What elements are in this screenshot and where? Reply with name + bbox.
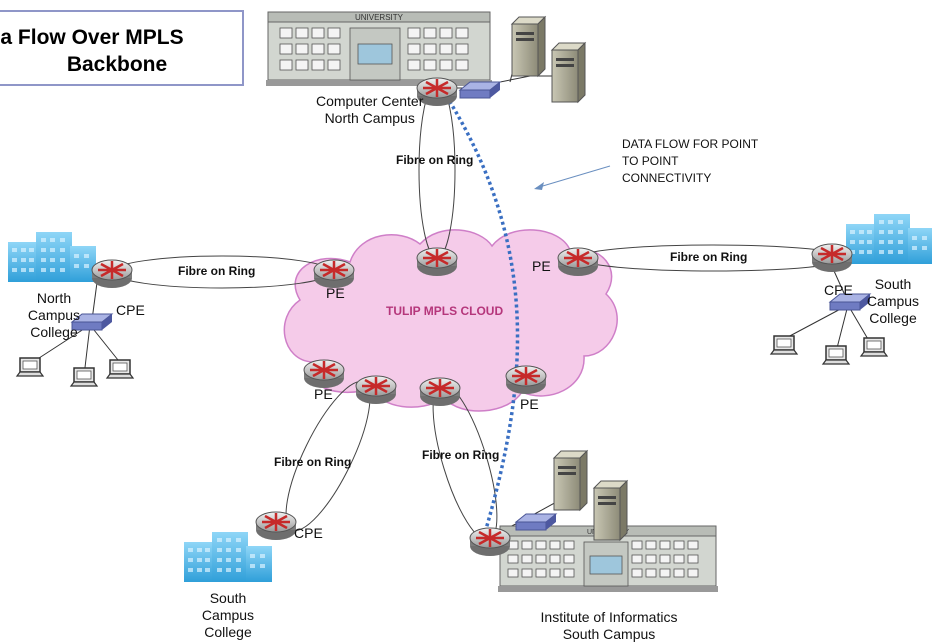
- server-icon: [511, 16, 546, 77]
- building-icon: [846, 214, 932, 264]
- page-title-line2: Backbone: [66, 53, 168, 76]
- university-building-top: UNIVERSITY: [266, 11, 492, 86]
- mpls-cloud: [283, 229, 618, 412]
- site-label-south-campus-college-right: South Campus College: [866, 276, 920, 326]
- server-icon: [551, 42, 586, 103]
- pc-icon: [822, 345, 850, 365]
- fibre-label-top: Fibre on Ring: [396, 153, 474, 167]
- pe-label-bottom-right: PE: [520, 396, 539, 412]
- note-line: CONNECTIVITY: [622, 171, 712, 185]
- building-icon: [8, 232, 96, 282]
- pc-icon: [770, 335, 798, 355]
- router-icon: [810, 242, 854, 274]
- router-icon: [312, 258, 356, 290]
- pe-label-left: PE: [326, 285, 345, 301]
- server-icon: [593, 480, 628, 541]
- router-icon: [418, 376, 462, 408]
- site-label-south-campus-college-bottom: South Campus College: [201, 590, 255, 640]
- title-box: a Flow Over MPLS Backbone: [0, 10, 244, 86]
- cloud-label: TULIP MPLS CLOUD: [386, 304, 504, 318]
- university-sign: UNIVERSITY: [355, 13, 404, 22]
- router-icon: [468, 526, 512, 558]
- pe-label-right: PE: [532, 258, 551, 274]
- router-icon: [254, 510, 298, 542]
- fibre-label-right: Fibre on Ring: [670, 250, 748, 264]
- cpe-label-bottom: CPE: [294, 525, 323, 541]
- note-line: TO POINT: [622, 154, 679, 168]
- pc-icon: [860, 337, 888, 357]
- site-label-computer-center: Computer Center North Campus: [316, 93, 424, 126]
- data-flow-path: [438, 85, 520, 537]
- pc-icon: [106, 359, 134, 379]
- fibre-label-bottom-left: Fibre on Ring: [274, 455, 352, 469]
- data-flow-note: DATA FLOW FOR POINT TO POINT CONNECTIVIT…: [622, 136, 758, 187]
- server-icon: [553, 450, 588, 511]
- note-line: DATA FLOW FOR POINT: [622, 137, 759, 151]
- router-icon: [415, 246, 459, 278]
- note-arrow: [534, 165, 611, 190]
- router-icon: [90, 258, 134, 290]
- building-icon: [184, 532, 272, 582]
- pc-icon: [16, 357, 44, 377]
- router-icon: [302, 358, 346, 390]
- router-icon: [504, 364, 548, 396]
- site-label-institute: Institute of Informatics South Campus: [540, 609, 678, 642]
- router-icon: [556, 246, 600, 278]
- cpe-label-left: CPE: [116, 302, 145, 318]
- fibre-label-bottom-right: Fibre on Ring: [422, 448, 500, 462]
- cpe-label-right: CPE: [824, 282, 853, 298]
- fibre-ring-top: [418, 81, 456, 259]
- pc-icon: [70, 367, 98, 387]
- pe-label-bottom-left: PE: [314, 386, 333, 402]
- router-icon: [354, 374, 398, 406]
- fibre-label-left: Fibre on Ring: [178, 264, 256, 278]
- site-label-north-campus-college: North Campus College: [27, 290, 81, 340]
- page-title-line1: a Flow Over MPLS: [0, 26, 184, 49]
